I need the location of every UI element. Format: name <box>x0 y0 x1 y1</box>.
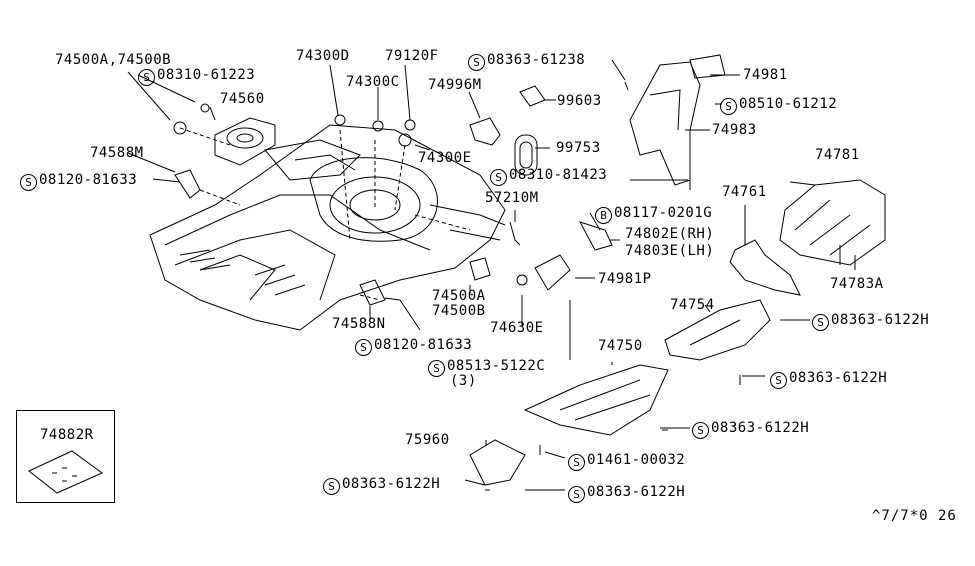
inset-box <box>16 410 115 503</box>
floor-panel <box>149 124 506 331</box>
part-label-74981p: 74981P <box>598 271 652 287</box>
heat-shield-74761 <box>729 239 801 296</box>
s-symbol-icon: S <box>568 454 585 471</box>
part-label-74781: 74781 <box>815 147 860 163</box>
s-symbol-icon: S <box>490 169 507 186</box>
s-symbol-icon: S <box>720 98 737 115</box>
part-label-74981: 74981 <box>743 67 788 83</box>
part-label-99753: 99753 <box>556 140 601 156</box>
s-symbol-icon: S <box>428 360 445 377</box>
s-symbol-icon: S <box>770 372 787 389</box>
reference-code: ^7/7*0 26 <box>872 508 957 524</box>
s-symbol-icon: S <box>468 54 485 71</box>
heat-shield-74754 <box>664 299 771 361</box>
mat-drawing <box>28 450 103 494</box>
part-label-74996m: 74996M <box>428 77 482 93</box>
heat-shield-74781 <box>779 179 886 266</box>
s-symbol-icon: S <box>138 69 155 86</box>
part-label-79120f: 79120F <box>385 48 439 64</box>
part-label-74588n: 74588N <box>332 316 386 332</box>
s-symbol-icon: S <box>323 478 340 495</box>
part-label-74750: 74750 <box>598 338 643 354</box>
part-label-74500b: 74500B <box>432 303 486 319</box>
part-label-74754: 74754 <box>670 297 715 313</box>
part-label-74300c: 74300C <box>346 74 400 90</box>
b-symbol-icon: B <box>595 207 612 224</box>
s-symbol-icon: S <box>568 486 585 503</box>
part-label-74882r: 74882R <box>40 427 94 443</box>
part-label-74300d: 74300D <box>296 48 350 64</box>
part-label-74300e: 74300E <box>418 150 472 166</box>
part-label-74560: 74560 <box>220 91 265 107</box>
part-label-74983: 74983 <box>712 122 757 138</box>
spare-tire-well <box>309 157 438 242</box>
part-label-74803e: 74803E(LH) <box>625 243 715 259</box>
part-label-75960: 75960 <box>405 432 450 448</box>
part-label-74802e: 74802E(RH) <box>625 226 715 242</box>
s-symbol-icon: S <box>20 174 37 191</box>
part-label-74588m: 74588M <box>90 145 144 161</box>
part-label-74500a: 74500A <box>432 288 486 304</box>
part-label-74500ab: 74500A,74500B <box>55 52 172 68</box>
s-symbol-icon: S <box>812 314 829 331</box>
heat-shield-74750 <box>523 364 669 436</box>
s-symbol-icon: S <box>692 422 709 439</box>
part-label-74630e: 74630E <box>490 320 544 336</box>
part-label-74783a: 74783A <box>830 276 884 292</box>
part-label-74761: 74761 <box>722 184 767 200</box>
part-label-57210m: 57210M <box>485 190 539 206</box>
part-label-99603: 99603 <box>557 93 602 109</box>
bracket-74983 <box>629 61 701 186</box>
s-symbol-icon: S <box>355 339 372 356</box>
part-label-quantity: (3) <box>450 373 477 389</box>
